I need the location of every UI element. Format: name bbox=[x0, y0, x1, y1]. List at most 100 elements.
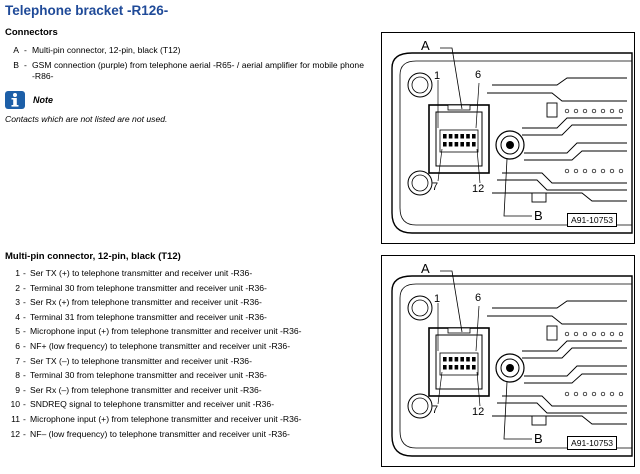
circuit-trace bbox=[502, 172, 627, 184]
solder-pad bbox=[600, 168, 606, 174]
connector-sep: - bbox=[24, 45, 27, 55]
pin-dash: - bbox=[23, 268, 26, 278]
circuit-trace bbox=[492, 77, 627, 86]
pin-dash: - bbox=[23, 341, 26, 351]
page-title: Telephone bracket -R126- bbox=[5, 3, 169, 18]
pin-dash: - bbox=[23, 399, 26, 410]
circuit-trace bbox=[522, 117, 622, 129]
circuit-trace bbox=[524, 142, 627, 154]
circuit-trace bbox=[522, 124, 627, 136]
circuit-trace bbox=[487, 315, 627, 325]
solder-pad bbox=[609, 331, 615, 337]
pin-description: Ser Rx (+) from telephone transmitter an… bbox=[30, 297, 262, 308]
pin-label-12: 12 bbox=[472, 406, 484, 418]
leader-line-b bbox=[503, 158, 532, 217]
pin-dash: - bbox=[23, 370, 26, 381]
pin-number: 1 bbox=[15, 268, 20, 278]
pin-dash: - bbox=[23, 282, 26, 293]
connector-pin-field bbox=[439, 352, 479, 376]
component bbox=[546, 102, 558, 118]
pin-description: Microphone input (+) from telephone tran… bbox=[30, 326, 302, 337]
connector-pin bbox=[454, 357, 459, 362]
pin-number: 5 bbox=[15, 326, 20, 337]
solder-pad bbox=[573, 168, 579, 174]
connector-pin bbox=[454, 134, 459, 139]
pin-leader bbox=[476, 148, 481, 184]
solder-pad bbox=[564, 108, 570, 114]
connector-pin bbox=[448, 134, 453, 139]
pin-leader bbox=[475, 82, 480, 129]
circuit-trace bbox=[487, 92, 627, 102]
leader-line-a bbox=[440, 47, 463, 110]
component bbox=[531, 415, 547, 426]
connector-pin bbox=[460, 142, 464, 147]
circuit-trace bbox=[492, 300, 627, 309]
pin-description: Ser Rx (–) from telephone transmitter an… bbox=[30, 384, 262, 395]
connector-pin bbox=[448, 357, 453, 362]
pin-number: 10 bbox=[10, 399, 20, 410]
pin-label-6: 6 bbox=[475, 292, 481, 304]
pin-dash: - bbox=[23, 297, 26, 308]
solder-pad bbox=[618, 168, 624, 174]
pin-number: 6 bbox=[15, 341, 20, 351]
pin-dash: - bbox=[23, 414, 26, 424]
solder-pad bbox=[600, 391, 606, 397]
connector-pin bbox=[460, 357, 464, 362]
antenna-socket-pin bbox=[506, 364, 514, 372]
pin-description: NF– (low frequency) to telephone transmi… bbox=[30, 428, 290, 439]
board-inner-edge bbox=[399, 60, 632, 226]
pin-label-1: 1 bbox=[434, 293, 440, 305]
component bbox=[531, 192, 547, 203]
figure-caption: A91-10753 bbox=[567, 213, 618, 227]
connector-pin bbox=[472, 134, 476, 139]
callout-b: B bbox=[534, 208, 543, 223]
pin-dash: - bbox=[23, 355, 26, 366]
connector-pin bbox=[448, 365, 453, 370]
solder-pad bbox=[564, 391, 570, 397]
connector-pin bbox=[454, 142, 459, 147]
connector-pin bbox=[466, 142, 470, 147]
solder-pad bbox=[573, 331, 579, 337]
pin-dash: - bbox=[23, 326, 26, 337]
solder-pad bbox=[582, 168, 588, 174]
solder-pad bbox=[618, 391, 624, 397]
solder-pad bbox=[573, 391, 579, 397]
board-inner-edge bbox=[399, 283, 632, 449]
pin-number: 9 bbox=[15, 384, 20, 395]
pin-description: Ser TX (+) to telephone transmitter and … bbox=[30, 268, 253, 278]
pin-number: 8 bbox=[15, 370, 20, 381]
solder-pad bbox=[609, 391, 615, 397]
circuit-trace bbox=[522, 347, 627, 359]
pin-description: Terminal 30 from telephone transmitter a… bbox=[30, 282, 267, 293]
solder-pad bbox=[618, 331, 624, 337]
connector-pin bbox=[472, 365, 476, 370]
circuit-trace bbox=[502, 395, 627, 407]
solder-pad bbox=[582, 108, 588, 114]
connector-pin bbox=[460, 134, 464, 139]
connector-pin bbox=[472, 142, 476, 147]
connector-pin bbox=[466, 365, 470, 370]
pin-description: Terminal 30 from telephone transmitter a… bbox=[30, 370, 267, 381]
solder-pad bbox=[591, 391, 597, 397]
connector-text-cont: -R86- bbox=[32, 71, 54, 81]
pin-label-12: 12 bbox=[472, 183, 484, 195]
pin-description: SNDREQ signal to telephone transmitter a… bbox=[30, 399, 275, 410]
pin-number: 7 bbox=[15, 355, 20, 366]
info-icon bbox=[5, 91, 25, 109]
solder-pad bbox=[564, 168, 570, 174]
pin-description: Microphone input (+) from telephone tran… bbox=[30, 414, 302, 424]
pin-label-7: 7 bbox=[432, 181, 438, 193]
pin-dash: - bbox=[23, 428, 26, 439]
solder-pad bbox=[591, 168, 597, 174]
circuit-trace bbox=[522, 340, 622, 352]
solder-pad bbox=[564, 331, 570, 337]
solder-pad bbox=[609, 108, 615, 114]
connector-pin bbox=[472, 357, 476, 362]
pin-label-1: 1 bbox=[434, 70, 440, 82]
connector-key: B bbox=[13, 60, 19, 70]
connector-pin bbox=[443, 142, 447, 147]
